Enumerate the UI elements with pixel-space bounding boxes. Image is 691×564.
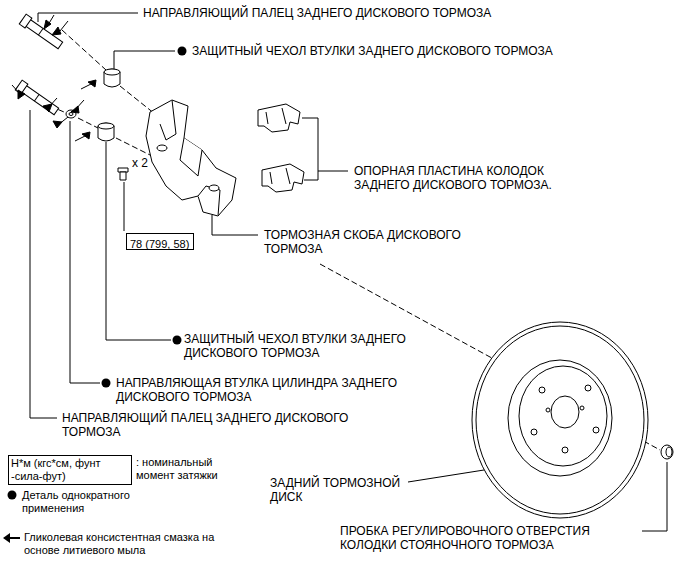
legend-entry: Гликолевая консистентная смазка на основ… <box>24 531 234 557</box>
grease-arrow <box>12 15 96 141</box>
torque-box: 78 (799, 58) <box>126 233 194 250</box>
torque-value: 78 (799, 58) <box>127 237 192 252</box>
part-name: ОПОРНАЯ ПЛАСТИНА КОЛОДОК ЗАДНЕГО ДИСКОВО… <box>354 164 590 192</box>
guide-pin <box>15 80 60 116</box>
legend-torque-box: Н*м (кгс*см, фунт -сила-фут): номинальны… <box>8 455 132 485</box>
part-name: ЗАЩИТНЫЙ ЧЕХОЛ ВТУЛКИ ЗАДНЕГО ДИСКОВОГО … <box>192 44 662 58</box>
caliper-bracket <box>146 100 236 216</box>
torque-value: Н*м (кгс*см, фунт -сила-фут) <box>9 456 131 484</box>
adjusting-hole-plug <box>661 445 673 459</box>
part-name: ТОРМОЗНАЯ СКОБА ДИСКОВОГО ТОРМОЗА <box>264 228 492 256</box>
bracket-bolt <box>118 168 128 180</box>
legend-entry: Деталь однократного применения <box>22 489 172 515</box>
single-use-dot <box>102 47 187 388</box>
brake-disc <box>472 322 648 518</box>
leader-line <box>30 13 667 531</box>
pad-support-plate <box>258 104 304 192</box>
bushing-boot <box>98 69 120 141</box>
legend-text: : номинальный момент затяжки <box>136 456 246 482</box>
part-name: НАПРАВЛЯЮЩИЙ ПАЛЕЦ ЗАДНЕГО ДИСКОВОГО ТОР… <box>62 411 387 439</box>
legend-dot-sample <box>8 491 17 500</box>
part-name: ЗАЩИТНЫЙ ЧЕХОЛ ВТУЛКИ ЗАДНЕГО ДИСКОВОГО … <box>184 332 446 360</box>
part-name: ЗАДНИЙ ТОРМОЗНОЙ ДИСК <box>270 476 410 504</box>
legend-arrow-sample <box>3 533 20 543</box>
part-name: НАПРАВЛЯЮЩАЯ ВТУЛКА ЦИЛИНДРА ЗАДНЕГО ДИС… <box>116 376 421 404</box>
quantity-label: x 2 <box>132 156 162 170</box>
legend-text: Гликолевая консистентная смазка на основ… <box>24 531 214 556</box>
part-name: ПРОБКА РЕГУЛИРОВОЧНОГО ОТВЕРСТИЯ КОЛОДКИ… <box>340 524 640 552</box>
part-name: НАПРАВЛЯЮЩИЙ ПАЛЕЦ ЗАДНЕГО ДИСКОВОГО ТОР… <box>143 6 583 20</box>
legend-text: Деталь однократного применения <box>22 489 130 514</box>
